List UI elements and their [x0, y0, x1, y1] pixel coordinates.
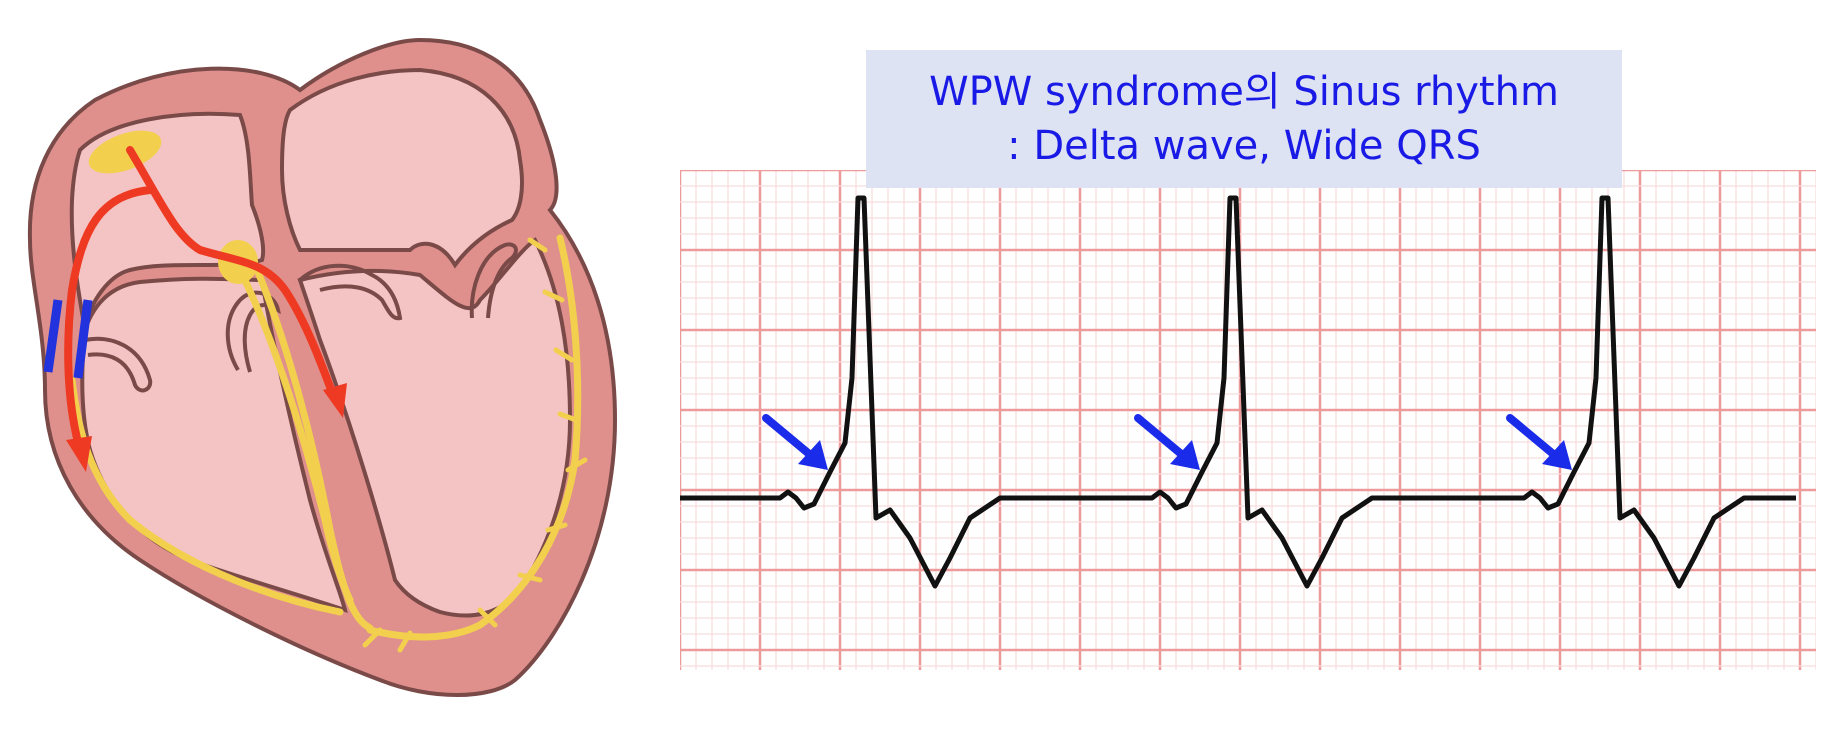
purkinje-fibers — [362, 237, 588, 653]
papillary-muscle — [469, 242, 518, 319]
delta-wave-arrows — [762, 414, 1572, 470]
sa-node — [88, 130, 162, 174]
normal-impulse-arrow — [126, 146, 339, 404]
left-bundle-branch — [366, 234, 582, 641]
ecg-title: WPW syndrome의 Sinus rhythm : Delta wave,… — [866, 50, 1622, 188]
ecg-strip — [680, 170, 1816, 670]
arrow-down-right-icon — [1134, 414, 1200, 470]
title-line-2: : Delta wave, Wide QRS — [1007, 123, 1481, 169]
accessory-pathway-bar-2 — [73, 299, 93, 379]
accessory-pathway-bar-1 — [43, 299, 63, 373]
arrow-down-right-icon — [762, 414, 828, 470]
title-line-1: WPW syndrome의 Sinus rhythm — [929, 69, 1559, 115]
right-bundle-branch — [254, 268, 374, 632]
septal-leaflet — [225, 290, 281, 373]
left-atrium-chamber — [279, 67, 524, 269]
ecg-trace — [680, 195, 1796, 589]
tricuspid-leaflet — [84, 336, 153, 393]
accessory-impulse-arrowhead — [66, 436, 92, 472]
right-bundle-left-course — [68, 376, 344, 616]
left-ventricle-chamber — [297, 237, 573, 618]
heart-conduction-diagram — [27, 37, 618, 697]
ecg-grid — [680, 170, 1816, 670]
arrow-down-right-icon — [1506, 414, 1572, 470]
mitral-leaflet — [298, 263, 403, 321]
accessory-impulse-arrow — [64, 186, 154, 454]
normal-impulse-arrowhead — [323, 383, 347, 418]
